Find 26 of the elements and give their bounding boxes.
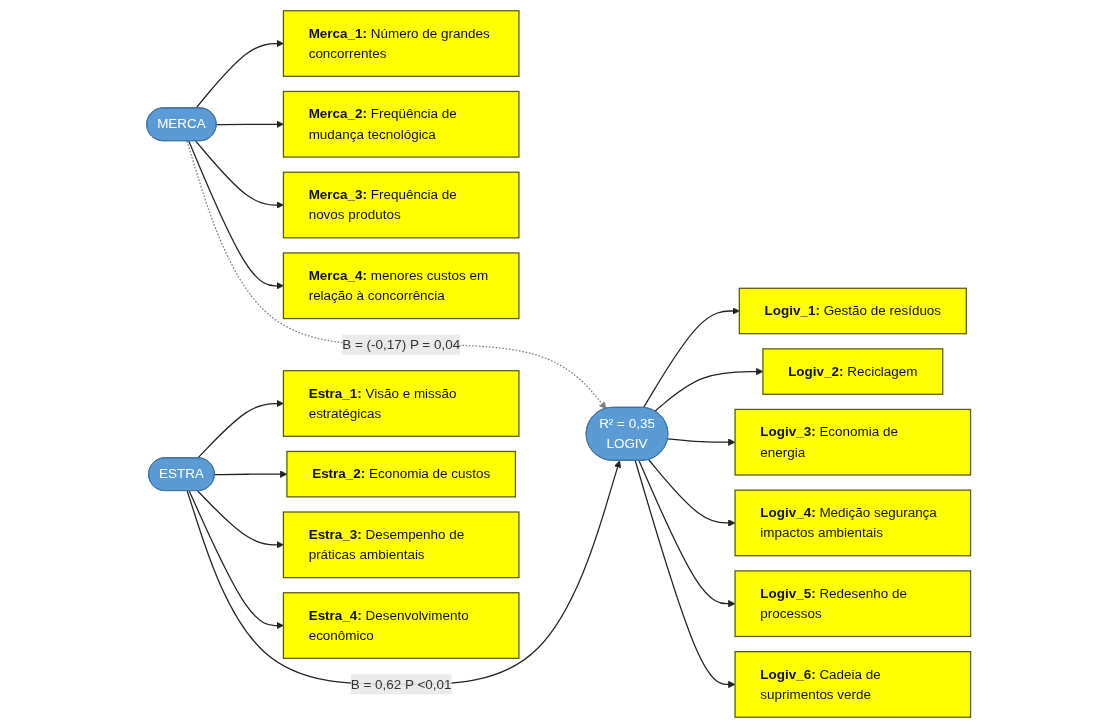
node-box: Estra_3: Desempenho de práticas ambientais: [282, 511, 520, 579]
node-box: Logiv_1: Gestão de resíduos: [738, 287, 967, 335]
arrow: [188, 490, 284, 630]
arrow: [215, 120, 284, 128]
arrow: [188, 140, 284, 290]
node-box: Merca_4: menores custos em relação à concorrência: [282, 252, 520, 320]
arrow: [186, 140, 607, 410]
node-box: Merca_2: Freqüência de mudança tecnológica: [282, 90, 520, 158]
arrow: [196, 399, 284, 459]
edge-label: B = (-0,17) P = 0,04: [342, 337, 460, 352]
node-box: Logiv_5: Redesenho de processos: [734, 570, 972, 638]
node-box: Estra_4: Desenvolvimento econômico: [282, 592, 520, 659]
arrow: [194, 39, 284, 109]
node-box: Logiv_3: Economia de energia: [734, 408, 972, 476]
arrow: [642, 307, 740, 409]
node-box: Logiv_2: Reciclagem: [762, 348, 944, 395]
node-box: Estra_1: Visão e missão estratégicas: [282, 370, 520, 437]
edge-label: B = 0,62 P <0,01: [350, 676, 452, 692]
node-box: Logiv_4: Medição segurança impactos ambientais: [734, 489, 972, 557]
node-box: Merca_3: Frequência de novos produtos: [282, 171, 520, 239]
node-box: Merca_1: Número de grandes concorrentes: [282, 10, 520, 77]
arrow: [186, 460, 622, 686]
arrow: [196, 490, 284, 549]
node-box: Estra_2: Economia de custos: [286, 450, 516, 498]
arrow: [194, 140, 284, 209]
node-box: Logiv_6: Cadeia de suprimentos verde: [734, 651, 972, 718]
